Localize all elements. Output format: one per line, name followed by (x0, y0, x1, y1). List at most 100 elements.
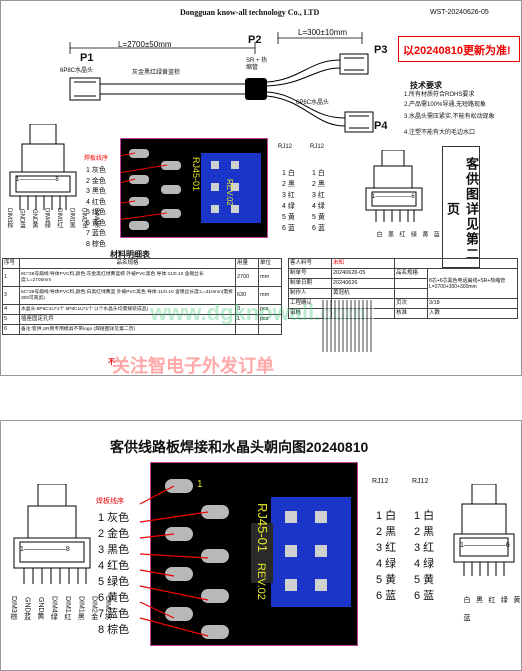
rj12-item: 3 红 (376, 542, 397, 554)
wire-seq-item: 7 蓝色 (98, 608, 130, 620)
pin-label: 黄 (512, 596, 520, 603)
wire-seq-item: 6 黄色 (98, 592, 130, 604)
rj12-right-bottom: 1 白 2 黑 3 红 4 绿 5 黄 6 蓝 (414, 508, 434, 604)
pin-label: 蓝 (432, 231, 439, 237)
info-label: 入数 (427, 308, 518, 319)
pcb-bottom-label: RJ45-01 (255, 503, 270, 553)
p1-desc: 6P8C水晶头 (60, 68, 94, 74)
cable-drawing (69, 32, 374, 133)
right-plug-top (365, 150, 423, 222)
wire-seq-item: 5 绿色 (86, 209, 106, 216)
pin-label: DIM3棕 (6, 208, 12, 229)
wire-seq-item: 3 黑色 (98, 544, 130, 556)
page2-title: 客供线路板焊接和水晶头朝向图20240810 (110, 439, 369, 455)
cable-desc: 灰金黑红绿黄蓝棕 (132, 70, 181, 76)
rj12-left-bottom: 1 白 2 黑 3 红 4 绿 5 黄 6 蓝 (376, 508, 396, 604)
table-row: 客人料号 未知 (288, 258, 518, 269)
pin-label: DIM3棕 (10, 596, 17, 620)
rj12-item: 3 红 (312, 192, 325, 199)
bom-cell: mm (258, 268, 282, 287)
table-row: 1 8C*28号扁线:导体PVC料,颜色:灰金黑红绿黄蓝棕 外被PVC黑色 导体… (2, 268, 282, 287)
rj12-item: 1 白 (312, 170, 325, 177)
rj12-item: 5 黄 (414, 574, 435, 586)
bom-cell (258, 324, 282, 335)
pin-label: GND黄 (36, 597, 44, 620)
info-empty (394, 278, 428, 289)
dim-branch: L=300±10mm (298, 28, 348, 37)
pin-label: 黑 (475, 596, 483, 603)
bom-cell: 5 (2, 314, 20, 325)
bom-cell: 6 (2, 324, 20, 335)
right-plug-labels-top: 白 黑 红 绿 黄 蓝 (374, 224, 438, 242)
info-value: 3/18 (427, 298, 518, 309)
rj12-item: 6 蓝 (376, 590, 397, 602)
wire-seq-title-bottom: 焊板线序 (96, 498, 124, 505)
pin-label: DIM1红 (55, 208, 62, 229)
pin-label: DIM2灰 (93, 208, 100, 229)
wire-seq-item: 6 黄色 (86, 219, 106, 227)
tech-item-4: 4.注塑不能有大的毛边水口 (404, 130, 476, 136)
tech-item-1: 1.所有材质符合ROHS要求 (404, 92, 475, 98)
pcb-top-label: RJ45-01 (191, 157, 201, 192)
right-plug-pins-bottom: 1——————6 (460, 542, 510, 549)
info-label: 页次 (394, 298, 428, 309)
info-label: 客人料号 (288, 258, 332, 269)
rj12-title-top-2: RJ12 (310, 144, 325, 150)
info-value: 黄冠杭 (331, 288, 395, 299)
wire-seq-item: 2 金色 (98, 528, 130, 540)
rj12-item: 2 黑 (414, 526, 435, 538)
customer-note: 客供图详见第二页 (445, 156, 479, 262)
info-value: 8芯+6芯黑色电话扁线+SR+热缩管 L=2700+300+300mm (427, 268, 518, 299)
rj12-left-top: 1 白 2 黑 3 红 4 绿 5 黄 6 蓝 (282, 168, 295, 234)
rj12-item: 4 绿 (312, 203, 325, 210)
pin-label: DIM1黑 (77, 596, 85, 620)
p2-desc: SR + 热缩管 (246, 58, 268, 71)
info-label: 制作人 (288, 288, 332, 299)
rj12-item: 3 红 (414, 542, 435, 554)
pcb-num: 1 (197, 479, 203, 490)
pin-label: DIM2灰 (104, 596, 112, 620)
update-note-box: 以20240810更新为准! (398, 36, 520, 62)
pcb-top-rev: REV.02 (225, 179, 234, 206)
pcb-top-art (80, 149, 261, 230)
info-empty (394, 258, 518, 269)
wire-seq-item: 1 灰色 (86, 167, 106, 174)
bom-table: 序号 品名规格 用量 单位 1 8C*28号扁线:导体PVC料,颜色:灰金黑红绿… (2, 258, 282, 335)
left-plug-bottom (13, 484, 91, 584)
right-plug-pins-top: 1——————6 (372, 194, 415, 200)
bom-cell: 8C*28号扁线:导体PVC料,颜色:灰金黑红绿黄蓝棕 外被PVC黑色 导体:1… (19, 268, 236, 287)
wire-seq-item: 5 绿色 (98, 576, 130, 588)
p4-desc: 6P6C水晶头 (296, 100, 330, 106)
pin-label: 绿 (409, 231, 416, 237)
info-label: 制单日期 (288, 278, 332, 289)
rj12-item: 4 绿 (282, 203, 295, 210)
label-p1: P1 (80, 52, 94, 64)
watermark-red: 关注智电子外发订单 (112, 356, 274, 376)
info-value: 20240626 (331, 278, 395, 289)
wire-seq-item: 3 黑色 (86, 188, 106, 195)
tech-item-2: 2.产品需100%导通,无短路现象 (404, 102, 487, 108)
pin-label: DIM4绿 (50, 596, 58, 620)
rj12-item: 4 绿 (414, 558, 435, 570)
wire-seq-item: 8 棕色 (86, 240, 106, 248)
tech-title: 技术要求 (410, 81, 442, 90)
left-plug-labels-bottom: DIM3棕 GND蓝 GND黄 DIM4绿 DIM1红 DIM1黑 DIM2金 … (8, 596, 111, 625)
wire-arrows (139, 485, 209, 637)
rj12-item: 1 白 (376, 510, 397, 522)
wire-seq-item: 7 蓝色 (86, 230, 106, 237)
update-note: 以20240810更新为准! (403, 45, 511, 57)
table-row: 序号 品名规格 用量 单位 (2, 258, 282, 269)
table-row: 制单号 20240626-05 品名规格 8芯+6芯黑色电话扁线+SR+热缩管 … (288, 268, 518, 299)
bom-cell: 2700 (235, 268, 259, 287)
rj12-item: 1 白 (414, 510, 435, 522)
info-label: 制单号 (288, 268, 332, 279)
pin-label: 黑 (386, 231, 393, 237)
pin-label: DIM2金 (90, 596, 98, 620)
rj12-item: 4 绿 (376, 558, 397, 570)
rj12-item: 1 白 (282, 170, 295, 177)
rj12-item: 6 蓝 (312, 225, 325, 232)
left-plug-pins-bottom: 1——————8 (20, 546, 70, 553)
left-plug-top (9, 124, 77, 210)
wire-seq-item: 4 红色 (86, 198, 106, 206)
rj12-item: 5 黄 (312, 214, 325, 221)
